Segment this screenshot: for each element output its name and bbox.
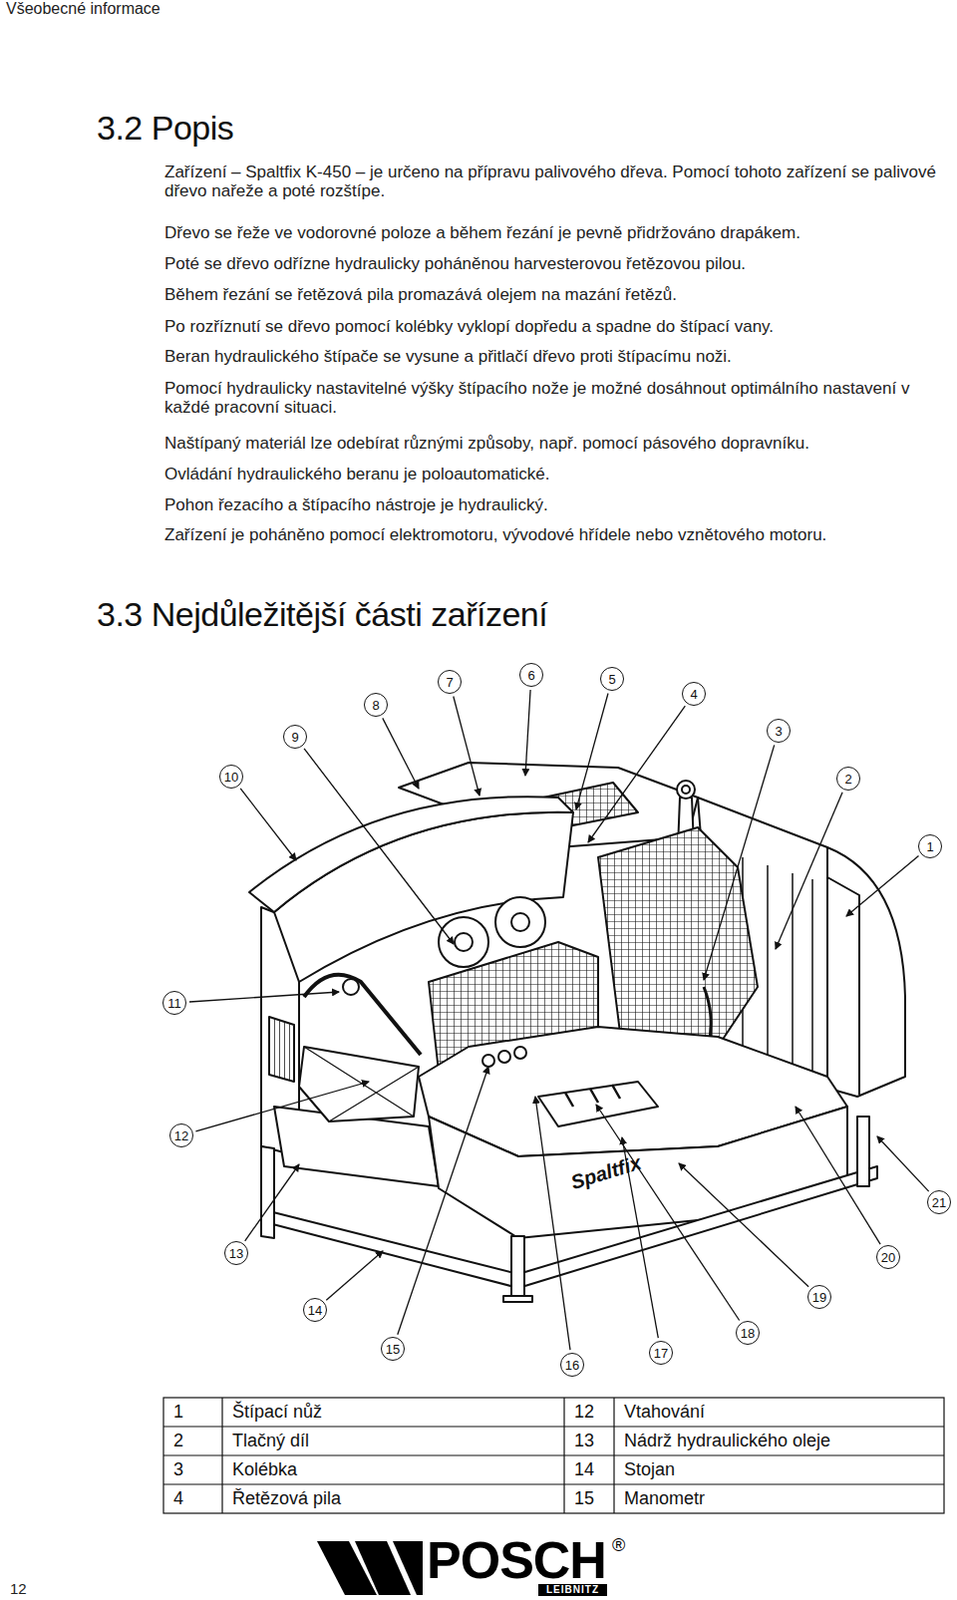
section-heading: 3.2 Popis bbox=[96, 107, 234, 148]
body-text: Naštípaný materiál lze odebírat různými … bbox=[164, 433, 948, 453]
leader-line bbox=[453, 696, 480, 797]
callout-number: 13 bbox=[224, 1241, 249, 1266]
leader-line bbox=[678, 1163, 809, 1287]
callout-number: 11 bbox=[162, 990, 187, 1015]
logo-subtext: LEIBNITZ bbox=[538, 1584, 608, 1596]
leader-line bbox=[325, 1251, 383, 1300]
leader-line bbox=[795, 1106, 881, 1245]
body-text: Dřevo se řeže ve vodorovné poloze a běhe… bbox=[164, 223, 948, 243]
page-number: 12 bbox=[9, 1580, 27, 1597]
leader-line bbox=[775, 792, 843, 950]
leader-line bbox=[703, 744, 775, 980]
logo-text: POSCH bbox=[426, 1533, 607, 1588]
callout-number: 17 bbox=[648, 1340, 673, 1365]
leader-line bbox=[877, 1136, 930, 1192]
table-cell: 4 bbox=[173, 1488, 184, 1510]
body-text: Pomocí hydraulicky nastavitelné výšky št… bbox=[164, 378, 948, 417]
leader-line bbox=[245, 1164, 300, 1242]
callout-number: 10 bbox=[219, 764, 244, 789]
table-cell: Řetězová pila bbox=[232, 1488, 341, 1510]
callout-number: 18 bbox=[735, 1320, 760, 1345]
callout-number: 14 bbox=[303, 1297, 327, 1322]
leader-line bbox=[195, 1081, 369, 1132]
section-heading: 3.3 Nejdůležitější části zařízení bbox=[96, 594, 548, 635]
leader-line bbox=[189, 991, 339, 1002]
body-text: Zařízení – Spaltfix K-450 – je určeno na… bbox=[164, 162, 948, 201]
page-header: Všeobecné informace bbox=[5, 0, 161, 18]
table-cell: 13 bbox=[574, 1430, 595, 1452]
table-cell: Tlačný díl bbox=[232, 1430, 310, 1452]
leader-line bbox=[397, 1066, 489, 1335]
table-cell: 12 bbox=[574, 1401, 595, 1423]
table-cell: Vtahování bbox=[624, 1401, 705, 1423]
callout-number: 16 bbox=[560, 1352, 585, 1377]
callout-number: 1 bbox=[918, 834, 943, 859]
leader-line bbox=[304, 748, 454, 945]
leader-line bbox=[535, 1096, 571, 1350]
table-cell: Stojan bbox=[624, 1459, 675, 1481]
callout-number: 8 bbox=[363, 692, 388, 717]
leader-line bbox=[382, 717, 419, 789]
callout-number: 20 bbox=[876, 1245, 901, 1270]
callout-number: 4 bbox=[681, 681, 706, 706]
leader-line bbox=[525, 689, 531, 776]
table-cell: 14 bbox=[574, 1459, 595, 1481]
leader-line bbox=[588, 705, 685, 843]
body-text: Poté se dřevo odřízne hydraulicky poháně… bbox=[164, 254, 948, 274]
leader-line bbox=[240, 788, 297, 861]
callout-number: 21 bbox=[927, 1190, 952, 1215]
leader-line bbox=[576, 693, 609, 811]
callout-number: 6 bbox=[519, 662, 544, 687]
table-cell: 15 bbox=[574, 1488, 595, 1510]
body-text: Pohon řezacího a štípacího nástroje je h… bbox=[164, 495, 948, 515]
body-text: Během řezání se řetězová pila promazává … bbox=[164, 285, 948, 305]
callout-number: 2 bbox=[836, 766, 861, 791]
callout-number: 15 bbox=[380, 1336, 405, 1361]
callout-number: 7 bbox=[437, 669, 462, 694]
leader-line bbox=[846, 856, 920, 917]
callout-number: 12 bbox=[169, 1123, 194, 1148]
body-text: Po rozříznutí se dřevo pomocí kolébky vy… bbox=[164, 317, 948, 336]
body-text: Beran hydraulického štípače se vysune a … bbox=[164, 346, 948, 366]
callout-number: 19 bbox=[807, 1284, 832, 1309]
registered-mark: ® bbox=[612, 1535, 626, 1556]
table-cell: 3 bbox=[173, 1459, 184, 1481]
callout-number: 9 bbox=[283, 724, 308, 749]
body-text: Zařízení je poháněno pomocí elektromotor… bbox=[164, 525, 948, 545]
table-cell: Kolébka bbox=[232, 1459, 298, 1481]
callout-number: 5 bbox=[600, 666, 625, 691]
table-cell: 2 bbox=[173, 1430, 184, 1452]
callout-number: 3 bbox=[766, 718, 791, 743]
leader-line bbox=[596, 1104, 740, 1321]
body-text: Ovládání hydraulického beranu je poloaut… bbox=[164, 464, 948, 484]
table-cell: Manometr bbox=[624, 1488, 705, 1510]
table-cell: 1 bbox=[173, 1401, 184, 1423]
table-cell: Nádrž hydraulického oleje bbox=[624, 1430, 831, 1452]
table-cell: Štípací nůž bbox=[232, 1401, 322, 1423]
